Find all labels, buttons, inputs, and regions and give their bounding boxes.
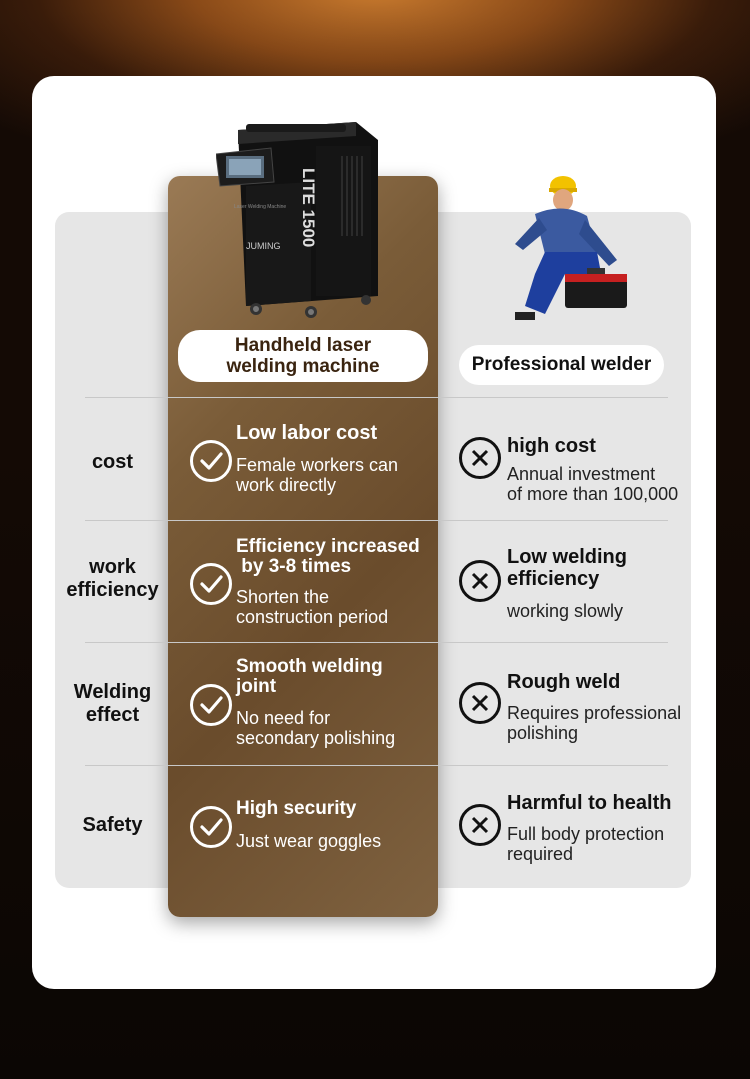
welder-column-header-text: Professional welder [471, 354, 652, 375]
check-circle-icon [190, 563, 232, 605]
laser-column-header: Handheld laser welding machine [178, 330, 428, 382]
welder-row-title: Rough weld [507, 671, 621, 693]
row-divider [85, 520, 668, 521]
welder-row-title: Low welding efficiency [507, 546, 627, 590]
welder-row-text: working slowly [507, 601, 624, 621]
professional-welder-image [515, 176, 627, 320]
laser-row-text: Shorten the construction period [236, 587, 389, 627]
laser-column-header-text: Handheld laser welding machine [226, 335, 380, 377]
welder-row-text: Full body protection required [507, 824, 665, 864]
laser-row-title: High security [236, 798, 357, 819]
laser-row-text: No need for secondary polishing [236, 708, 396, 748]
row-divider [85, 642, 668, 643]
laser-row-title: Low labor cost [236, 422, 378, 444]
row-divider [85, 397, 668, 398]
x-circle-icon [459, 560, 501, 602]
machine-model-label: LITE 1500 [299, 168, 318, 247]
laser-row-text: Female workers can work directly [236, 455, 399, 495]
x-circle-icon [459, 437, 501, 479]
check-circle-icon [190, 806, 232, 848]
machine-brand-label: JUMING [246, 241, 281, 251]
row-label-welding-effect: Welding effect [73, 681, 152, 726]
laser-row-title: Efficiency increased by 3-8 times [236, 536, 420, 577]
welder-row-title: Harmful to health [507, 792, 672, 814]
check-circle-icon [190, 684, 232, 726]
welder-column-header: Professional welder [459, 345, 664, 385]
welder-row-text: Annual investment of more than 100,000 [507, 464, 679, 504]
x-circle-icon [459, 682, 501, 724]
check-circle-icon [190, 440, 232, 482]
welder-row-text: Requires professional polishing [507, 703, 682, 743]
laser-row-title: Smooth welding joint [236, 656, 383, 697]
row-divider [85, 765, 668, 766]
welder-row-title: high cost [507, 435, 596, 457]
row-label-cost: cost [91, 451, 134, 473]
laser-row-text: Just wear goggles [236, 831, 382, 851]
laser-welding-machine-image: LITE 1500 JUMING Laser Welding Machine [216, 122, 378, 318]
x-circle-icon [459, 804, 501, 846]
machine-sub-label: Laser Welding Machine [234, 204, 286, 210]
row-label-work-efficiency: work efficiency [66, 556, 159, 601]
row-label-safety: Safety [82, 814, 143, 836]
